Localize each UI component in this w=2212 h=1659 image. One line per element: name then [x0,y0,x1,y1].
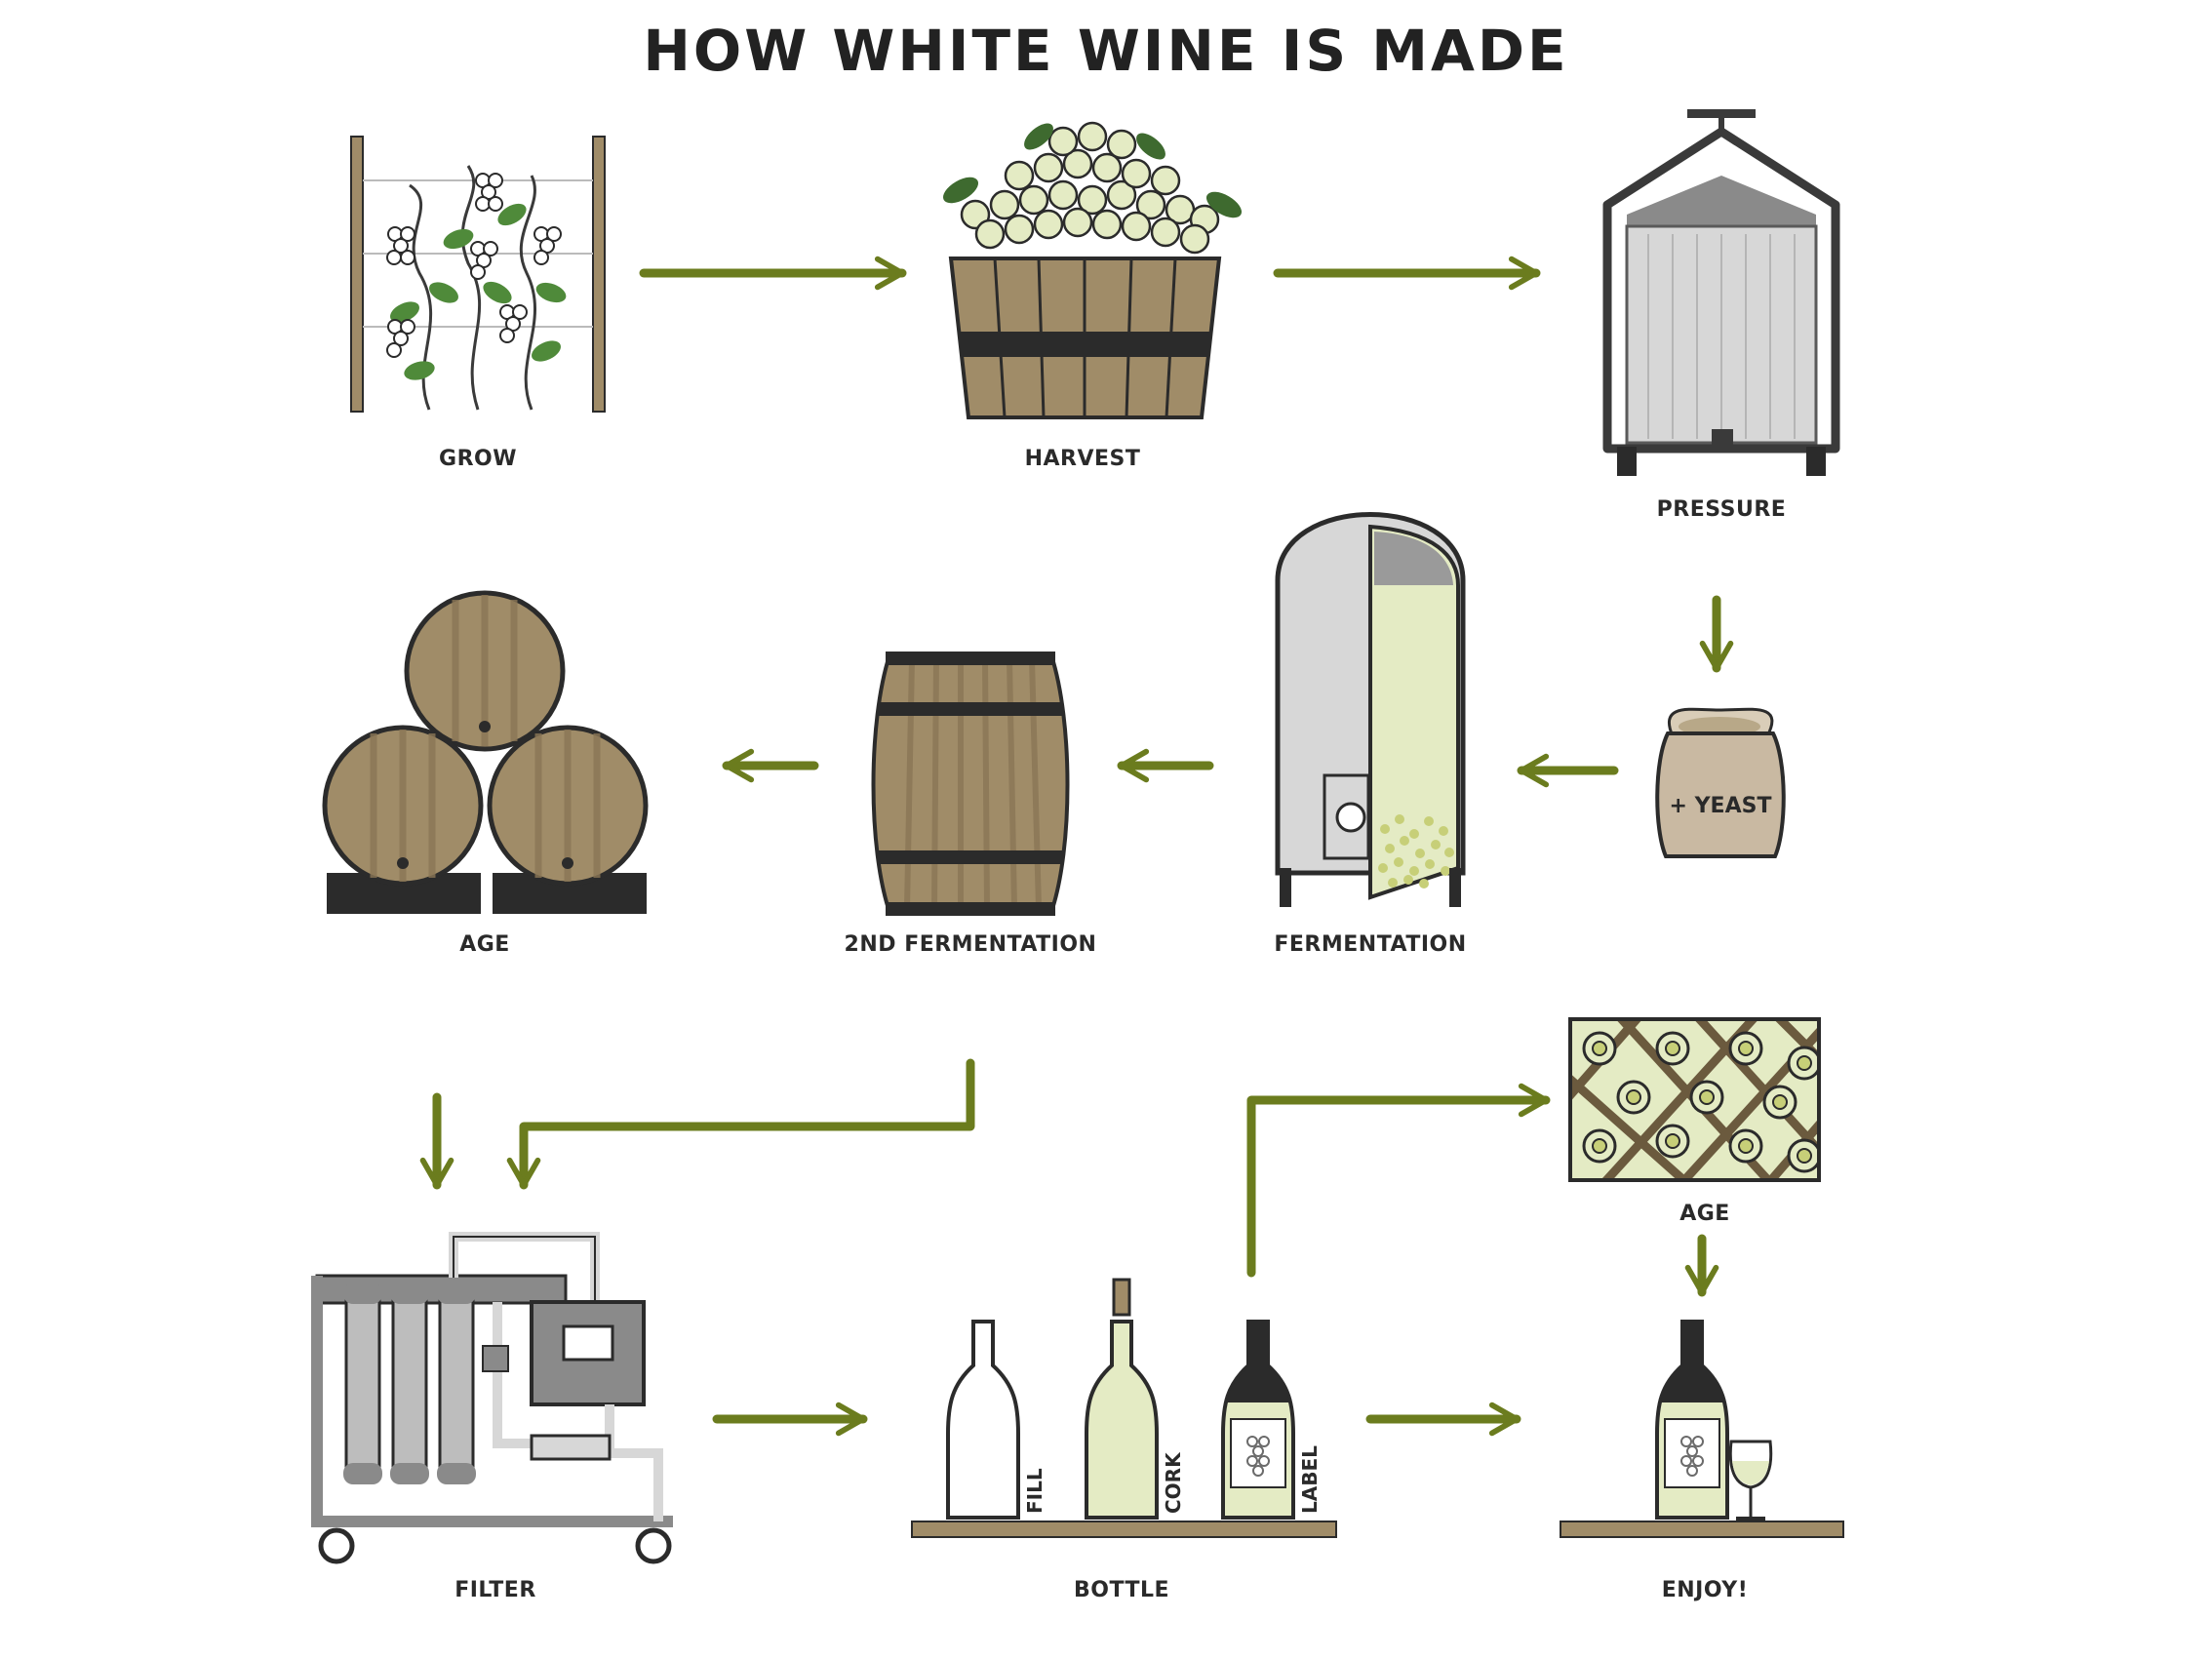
label-age-barrels: AGE [459,932,510,957]
second-fermentation-barrel-icon [871,652,1070,916]
fill-label: FILL [1023,1468,1047,1514]
flow-arrows [419,256,1734,1437]
harvest-basket-icon [942,121,1243,419]
page-title: HOW WHITE WINE IS MADE [643,18,1569,84]
label-fermentation: FERMENTATION [1274,932,1467,957]
label-grow: GROW [439,447,517,471]
yeast-sack-icon: + YEAST [1655,707,1786,858]
label-second-fermentation: 2ND FERMENTATION [844,932,1097,957]
empty-bottle [946,1320,1020,1520]
label-label: LABEL [1298,1445,1322,1514]
label-age-rack: AGE [1679,1202,1730,1226]
grow-vine-icon [350,136,606,413]
label-enjoy: ENJOY! [1661,1578,1749,1602]
label-bottle: BOTTLE [1073,1578,1170,1602]
cork-label: CORK [1162,1451,1185,1514]
cork [1112,1278,1131,1317]
fermentation-tank-icon [1275,512,1466,907]
bottle-station-icon: FILL CORK LABEL [911,1278,1337,1538]
filter-machine-icon [311,1232,673,1564]
yeast-label: + YEAST [1670,794,1772,818]
filled-bottle [1085,1320,1159,1520]
label-filter: FILTER [454,1578,536,1602]
label-pressure: PRESSURE [1656,497,1787,522]
age-wine-rack-icon [1568,1017,1821,1182]
pressure-press-icon [1602,109,1840,476]
enjoy-bottle-glass-icon [1560,1320,1844,1538]
arrow-2nd-to-filter [506,1058,975,1190]
age-barrels-icon [322,590,649,914]
arrow-bottle-to-rack [1246,1083,1551,1278]
label-harvest: HARVEST [1024,447,1141,471]
